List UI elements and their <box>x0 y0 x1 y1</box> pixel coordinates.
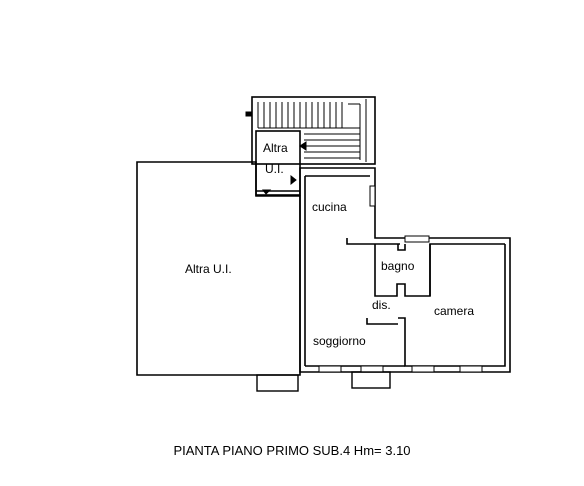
door-symbols <box>245 111 307 195</box>
label-dis: dis. <box>372 298 391 312</box>
stair-treads <box>257 99 367 162</box>
label-altra-ui-small-1: Altra <box>263 141 288 155</box>
staircase-outline <box>251 96 376 165</box>
label-camera: camera <box>434 304 474 318</box>
small-unit-outline <box>255 130 301 196</box>
label-altra-ui-large: Altra U.I. <box>185 262 232 276</box>
label-bagno: bagno <box>381 259 415 273</box>
plan-caption: PIANTA PIANO PRIMO SUB.4 Hm= 3.10 <box>173 443 411 458</box>
label-altra-ui-small-2: U.I. <box>265 162 284 176</box>
balconies <box>256 371 391 392</box>
label-soggiorno: soggiorno <box>313 334 366 348</box>
apartment-outline <box>299 167 511 373</box>
label-cucina: cucina <box>312 200 347 214</box>
windows <box>318 185 483 373</box>
